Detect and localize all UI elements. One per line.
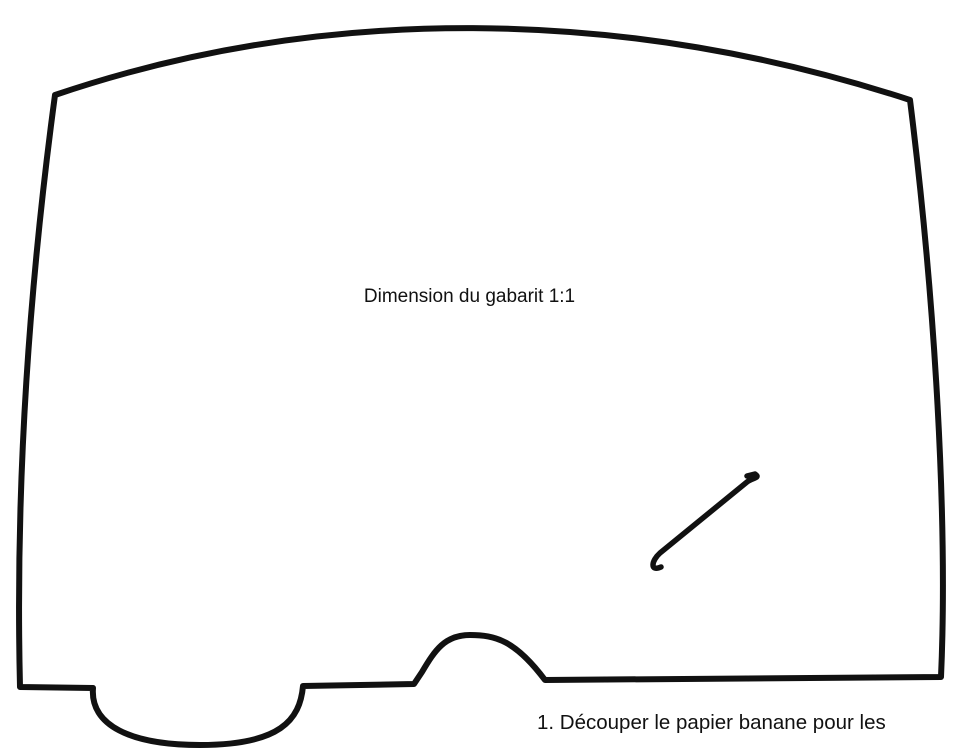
slit-cut-line (650, 471, 760, 571)
template-caption: Dimension du gabarit 1:1 (363, 286, 576, 307)
instruction-text: 1. Découper le papier banane pour les (537, 711, 886, 734)
template-outline (16, 25, 946, 748)
